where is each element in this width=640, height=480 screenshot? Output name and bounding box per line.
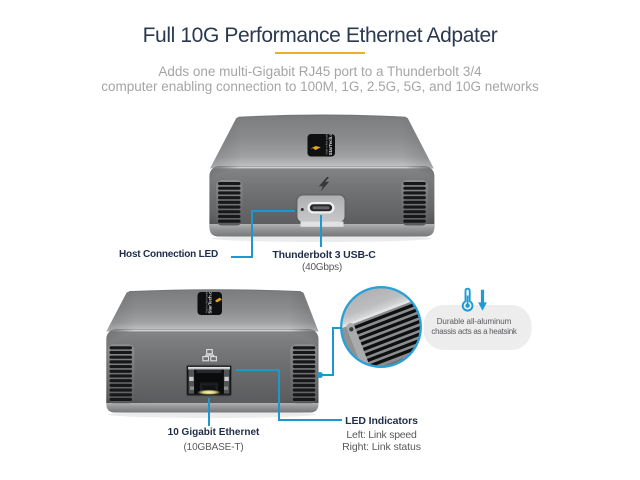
svg-text:StarTech.com: StarTech.com	[208, 285, 213, 314]
svg-text:Hard-to-find made easy: Hard-to-find made easy	[204, 285, 208, 313]
svg-text:Hard-to-find made easy: Hard-to-find made easy	[325, 127, 329, 155]
svg-text:StarTech.com: StarTech.com	[328, 126, 333, 155]
